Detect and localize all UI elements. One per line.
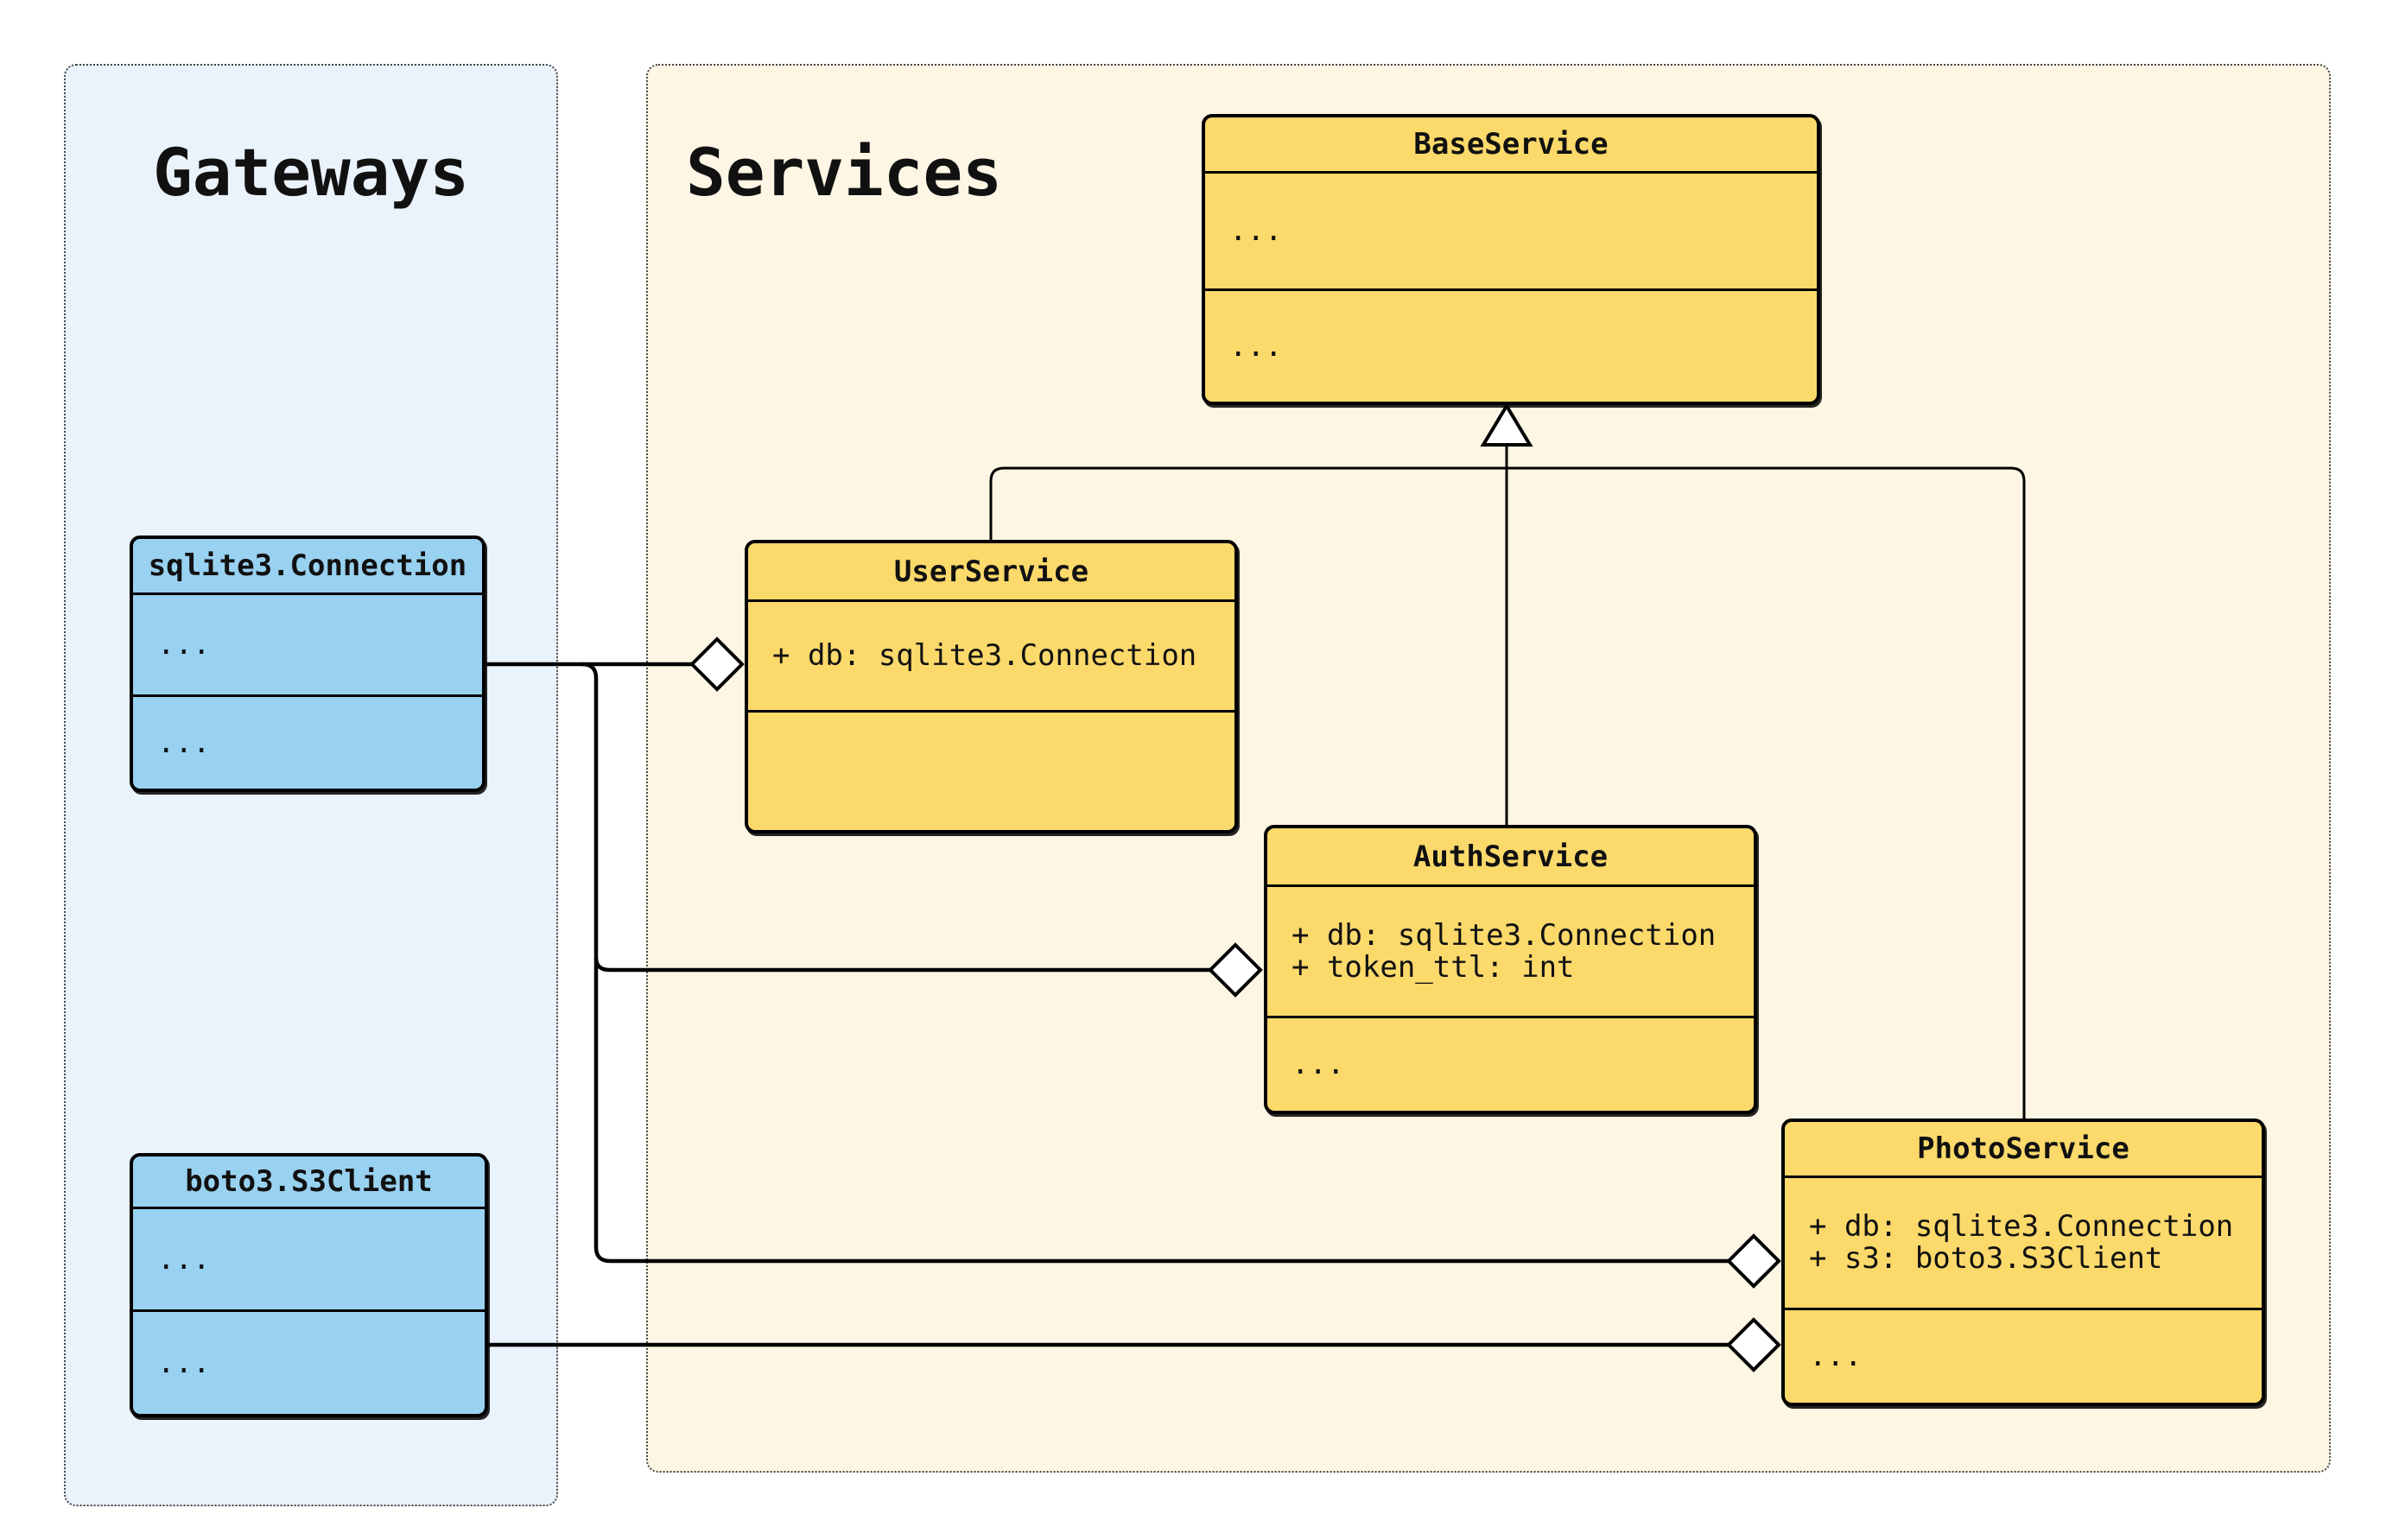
class-title: AuthService — [1412, 839, 1609, 874]
method-line: ... — [157, 725, 211, 760]
attribute-line: ... — [157, 1241, 211, 1277]
class-methods: ... — [133, 694, 482, 789]
attribute-line: + db: sqlite3.Connection — [772, 638, 1197, 673]
attribute-line: + db: sqlite3.Connection — [1292, 917, 1717, 953]
method-line: ... — [157, 1345, 211, 1380]
class-attributes: ... — [1205, 171, 1817, 288]
class-attributes: ... — [133, 1207, 485, 1309]
class-title: PhotoService — [1917, 1131, 2129, 1166]
panel-gateways-title: Gateways — [152, 134, 470, 211]
class-methods: ... — [1205, 288, 1817, 402]
method-line: ... — [1292, 1047, 1345, 1081]
class-title: boto3.S3Client — [185, 1164, 433, 1199]
class-methods: ... — [1267, 1016, 1754, 1111]
class-attributes: + db: sqlite3.Connection + token_ttl: in… — [1267, 884, 1754, 1016]
class-attributes: + db: sqlite3.Connection — [748, 599, 1234, 710]
aggregation-diamond-authservice — [1208, 942, 1263, 998]
class-box-baseservice: BaseService ... ... — [1202, 114, 1820, 405]
method-line: ... — [1229, 328, 1283, 364]
class-attributes: ... — [133, 593, 482, 694]
class-methods: ... — [133, 1309, 485, 1414]
inheritance-line-rail — [989, 466, 2026, 1120]
aggregation-diamond-photoservice-s3 — [1726, 1317, 1781, 1372]
class-box-userservice: UserService + db: sqlite3.Connection — [745, 540, 1238, 833]
class-attributes: + db: sqlite3.Connection + s3: boto3.S3C… — [1785, 1176, 2262, 1308]
panel-services-title: Services — [686, 134, 1003, 211]
method-line: ... — [1809, 1339, 1863, 1373]
inheritance-triangle — [1480, 402, 1533, 447]
class-title: UserService — [893, 554, 1089, 589]
class-box-boto3-s3client: boto3.S3Client ... ... — [130, 1153, 488, 1417]
aggregation-diamond-userservice — [689, 637, 745, 692]
aggregation-line-sqlite-photoservice — [581, 662, 1729, 1264]
class-box-photoservice: PhotoService + db: sqlite3.Connection + … — [1781, 1119, 2265, 1406]
attribute-line: + s3: boto3.S3Client — [1809, 1241, 2163, 1276]
attribute-line: ... — [1229, 213, 1283, 248]
aggregation-diamond-photoservice-db — [1726, 1233, 1781, 1289]
class-box-sqlite3-connection: sqlite3.Connection ... ... — [130, 536, 486, 792]
class-title: sqlite3.Connection — [148, 548, 467, 583]
attribute-line: + token_ttl: int — [1292, 949, 1575, 985]
class-title: BaseService — [1413, 127, 1609, 162]
aggregation-line-sqlite-authservice — [593, 957, 1211, 973]
attribute-line: + db: sqlite3.Connection — [1809, 1209, 2234, 1244]
attribute-line: ... — [157, 627, 211, 662]
class-box-authservice: AuthService + db: sqlite3.Connection + t… — [1264, 825, 1757, 1114]
class-methods — [748, 710, 1234, 830]
class-methods: ... — [1785, 1308, 2262, 1403]
